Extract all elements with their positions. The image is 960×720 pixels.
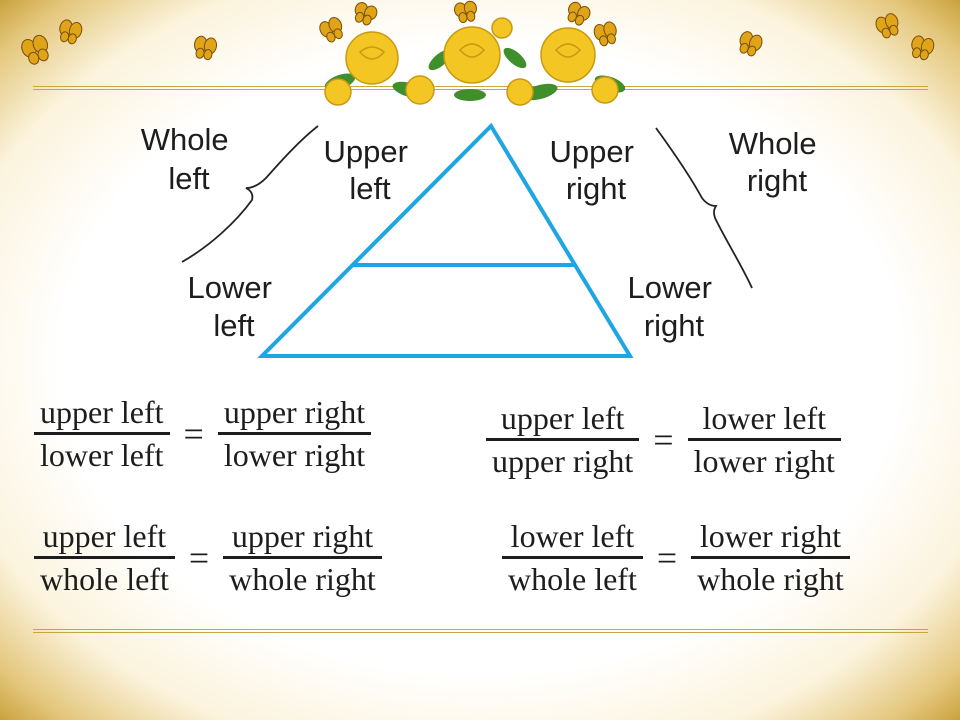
numerator: upper right [231,518,374,554]
rose-icon [540,27,596,83]
fraction: lower left lower right [687,398,841,481]
fraction-bar [217,432,372,435]
fraction: upper left whole left [34,516,175,599]
label-upper-left: Upper left [323,134,416,206]
fraction: upper left lower left [34,392,170,475]
denominator: whole left [40,561,169,597]
denominator: lower right [693,443,835,479]
fraction: upper left upper right [486,398,640,481]
equals-sign: = [183,413,204,454]
denominator: whole left [508,561,637,597]
butterfly-icon [21,34,49,65]
fraction-bar [502,556,643,559]
equation-1: upper left lower left = upper right lowe… [34,392,372,475]
fraction-bar [691,556,850,559]
equals-sign: = [656,537,678,578]
denominator: lower right [223,437,366,473]
numerator: lower left [510,518,635,554]
fraction: lower right whole right [691,516,850,599]
equation-3: upper left whole left = upper right whol… [34,516,382,599]
butterfly-icon [593,21,617,47]
numerator: upper left [40,394,164,430]
fraction-bar [687,438,841,441]
butterfly-icon [911,35,935,61]
numerator: lower left [702,400,827,436]
rose-icon [405,75,435,105]
butterfly-icon [194,35,218,61]
right-bracket [655,127,753,289]
fraction: lower left whole left [502,516,643,599]
butterfly-icon [875,13,899,39]
butterfly-icon [567,1,591,26]
denominator: whole right [697,561,844,597]
fraction-bar [34,556,175,559]
rose-icon [443,26,501,84]
equals-sign: = [653,419,674,460]
denominator: whole right [229,561,376,597]
rose-icon [591,76,619,104]
left-bracket [181,125,319,263]
fraction-bar [223,556,382,559]
butterfly-icon [319,16,343,43]
denominator: upper right [492,443,634,479]
butterfly-icon [454,0,477,24]
triangle [257,122,634,358]
label-lower-right: Lower right [627,270,720,343]
triangle-diagram: Whole left Upper left Upper right Whole … [141,122,826,358]
equation-2: upper left upper right = lower left lowe… [486,398,841,481]
numerator: upper left [500,400,625,436]
numerator: upper left [42,518,167,554]
fraction-bar [34,432,170,435]
equation-4: lower left whole left = lower right whol… [502,516,850,599]
denominator: lower left [40,437,164,473]
label-lower-left: Lower left [187,270,280,343]
numerator: upper right [223,394,366,430]
butterfly-icon [354,2,378,26]
triangle-outline [257,122,634,358]
label-whole-left: Whole left [141,122,238,196]
fraction: upper right whole right [223,516,382,599]
bottom-divider [33,629,928,633]
rose-garland [324,17,626,106]
label-upper-right: Upper right [549,134,642,206]
fraction-bar [486,438,640,441]
label-whole-right: Whole right [729,126,826,198]
rose-icon [491,17,513,39]
equals-sign: = [188,537,210,578]
butterfly-icon [59,19,83,45]
butterfly-icon [739,31,763,57]
numerator: lower right [699,518,842,554]
top-divider [33,86,928,90]
rose-icon [506,78,534,106]
rose-icon [324,78,352,106]
fraction: upper right lower right [217,392,372,475]
header-decoration [21,0,935,106]
rose-icon [345,31,399,85]
